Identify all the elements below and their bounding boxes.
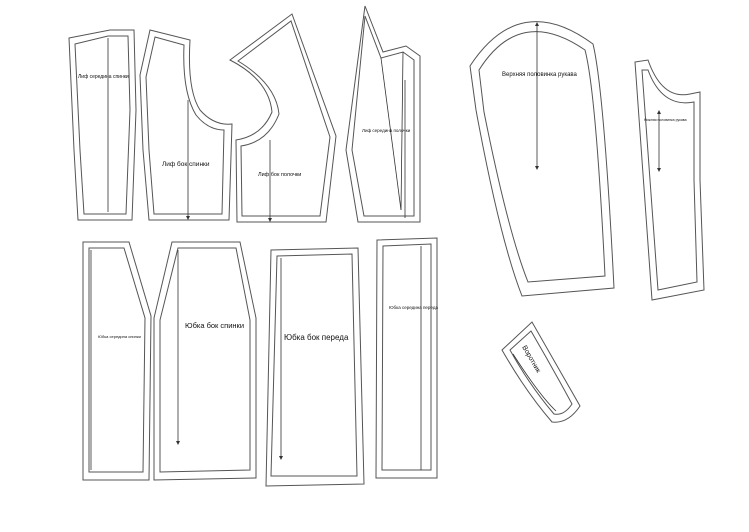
label-skirt-back-center: Юбка середина спинки (98, 334, 141, 339)
piece-skirt-back-side: Юбка бок спинки (153, 241, 257, 481)
piece-sleeve-lower: Нижняя половинка рукава (634, 59, 705, 301)
label-skirt-back-side: Юбка бок спинки (185, 321, 244, 330)
piece-collar: Воротник (501, 321, 581, 423)
piece-skirt-front-side: Юбка бок переда (265, 247, 365, 487)
piece-skirt-front-center: Юбка середина переда (375, 237, 438, 479)
piece-bodice-front-side: Лиф бок полочки (229, 13, 337, 223)
label-sleeve-lower: Нижняя половинка рукава (644, 118, 687, 122)
label-bodice-front-side: Лиф бок полочки (258, 172, 301, 178)
label-bodice-back-side: Лиф бок спинки (162, 160, 210, 168)
piece-bodice-front-center: Лиф середина полочки (345, 5, 421, 223)
label-bodice-front-center: Лиф середина полочки (362, 128, 411, 133)
label-skirt-front-side: Юбка бок переда (284, 333, 349, 342)
label-bodice-back-center: Лиф середина спинки (78, 74, 129, 80)
piece-sleeve-upper: Верхняя половинка рукава (469, 21, 615, 297)
label-skirt-front-center: Юбка середина переда (389, 305, 438, 310)
piece-bodice-back-side: Лиф бок спинки (139, 29, 233, 221)
piece-skirt-back-center: Юбка середина спинки (82, 241, 152, 481)
label-sleeve-upper: Верхняя половинка рукава (502, 72, 578, 78)
piece-bodice-back-center: Лиф середина спинки (68, 29, 137, 221)
